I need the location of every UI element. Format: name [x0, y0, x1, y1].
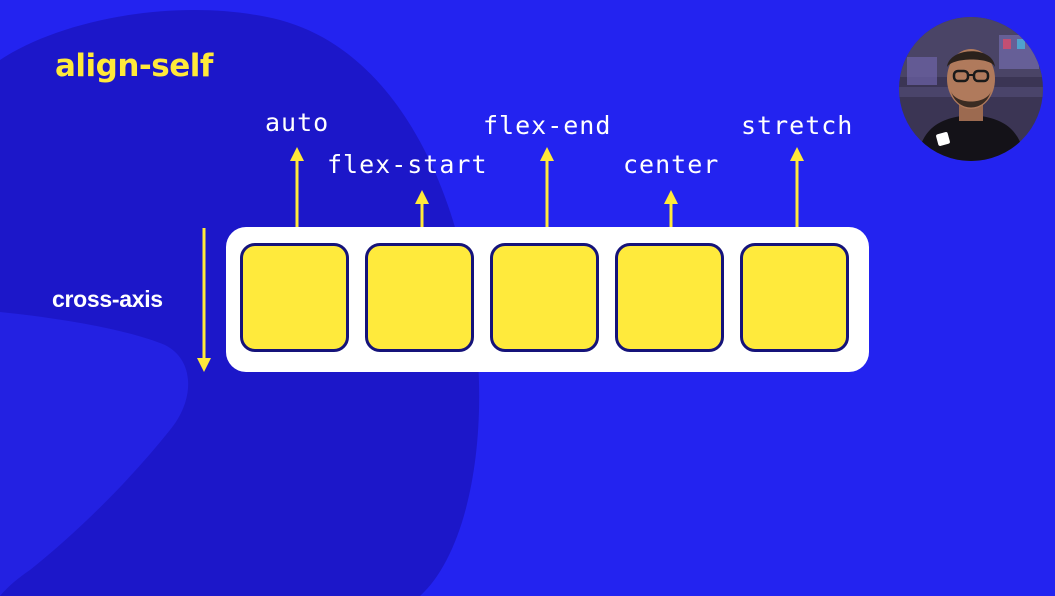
value-label-center: center — [623, 150, 720, 179]
presenter-avatar — [899, 17, 1043, 161]
flex-item-auto — [240, 243, 349, 352]
value-label-flex-start: flex-start — [327, 150, 488, 179]
slide-title: align-self — [55, 48, 213, 84]
flex-item-stretch — [740, 243, 849, 352]
flex-item-flex-start — [365, 243, 474, 352]
presenter-webcam-icon — [899, 17, 1043, 161]
flex-item-flex-end — [490, 243, 599, 352]
value-label-flex-end: flex-end — [483, 111, 612, 140]
value-label-stretch: stretch — [741, 111, 854, 140]
flex-item-center — [615, 243, 724, 352]
value-label-auto: auto — [265, 108, 330, 137]
flex-container — [226, 227, 869, 372]
cross-axis-label: cross-axis — [52, 286, 163, 312]
